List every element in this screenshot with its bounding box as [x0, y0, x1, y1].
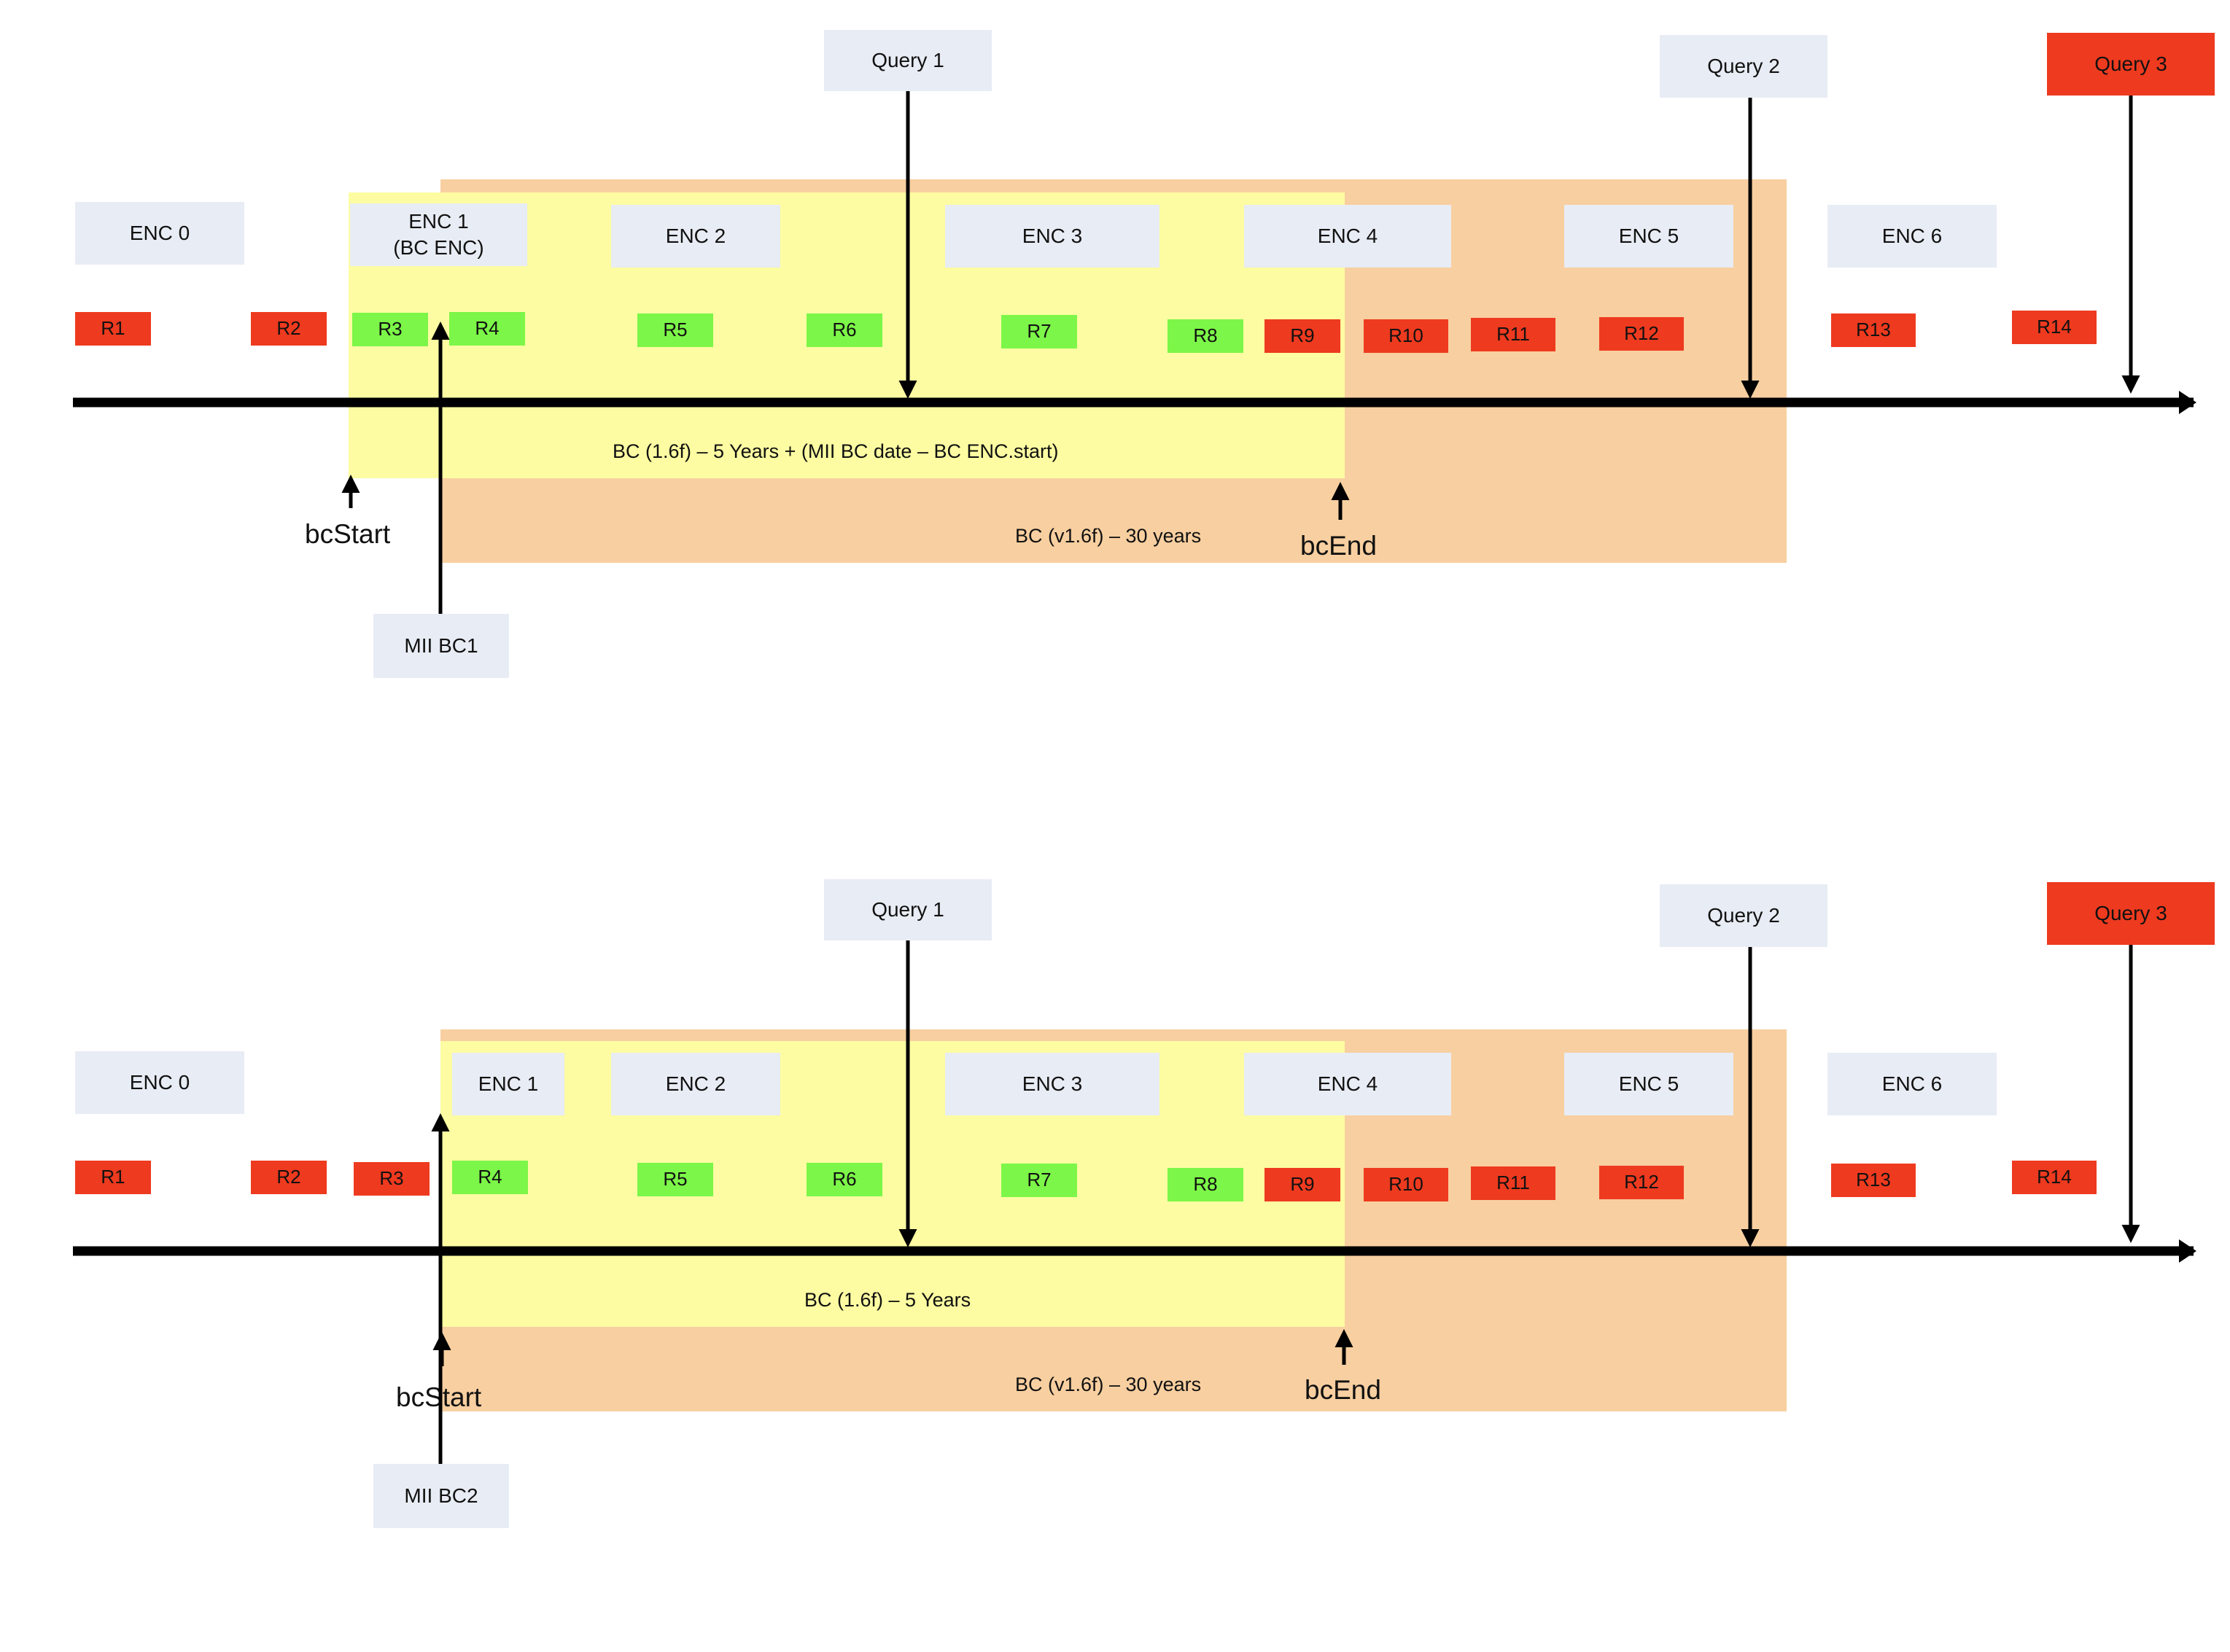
record-r2: R2 — [251, 1161, 327, 1194]
enc-6: ENC 6 — [1827, 1053, 1997, 1115]
enc-2: ENC 2 — [611, 205, 780, 268]
record-r3: R3 — [352, 313, 428, 346]
timeline-arrows — [73, 940, 2196, 1464]
record-r5: R5 — [637, 313, 713, 347]
bc-start-label: bcStart — [305, 519, 391, 549]
bc-end-label: bcEnd — [1305, 1375, 1381, 1405]
record-r9: R9 — [1264, 319, 1340, 353]
record-r13: R13 — [1831, 313, 1916, 347]
enc-6: ENC 6 — [1827, 205, 1997, 268]
record-r6: R6 — [807, 1163, 882, 1196]
enc-4: ENC 4 — [1244, 205, 1451, 268]
record-r2: R2 — [251, 312, 327, 346]
enc-1: ENC 1 — [452, 1053, 564, 1115]
record-r7: R7 — [1001, 1164, 1077, 1197]
record-r6: R6 — [807, 313, 882, 347]
timeline-arrows — [73, 91, 2196, 614]
record-r9: R9 — [1264, 1168, 1340, 1201]
bc-30-years-label: BC (v1.6f) – 30 years — [1015, 525, 1202, 547]
record-r1: R1 — [75, 1161, 151, 1194]
enc-2: ENC 2 — [611, 1053, 780, 1115]
record-r4: R4 — [452, 1161, 528, 1194]
record-r1: R1 — [75, 312, 151, 346]
bc-5-years-label: BC (1.6f) – 5 Years + (MII BC date – BC … — [613, 440, 1059, 462]
record-r12: R12 — [1599, 317, 1684, 351]
query-2: Query 2 — [1660, 35, 1827, 98]
diagram-2: ENC 0 ENC 1 ENC 2 ENC 3 ENC 4 ENC 5 ENC … — [0, 852, 2230, 1652]
enc-0: ENC 0 — [75, 1051, 244, 1114]
mii-bc2-box: MII BC2 — [373, 1464, 509, 1528]
query-3: Query 3 — [2047, 882, 2215, 945]
timeline-arrowhead — [2179, 391, 2196, 414]
mii-bc1-box: MII BC1 — [373, 614, 509, 678]
diagram-1: ENC 0 ENC 1 (BC ENC) ENC 2 ENC 3 ENC 4 E… — [0, 0, 2230, 800]
enc-4: ENC 4 — [1244, 1053, 1451, 1115]
bc-end-label: bcEnd — [1300, 531, 1377, 561]
record-r14: R14 — [2012, 311, 2097, 344]
enc-0: ENC 0 — [75, 202, 244, 265]
record-r11: R11 — [1471, 318, 1555, 351]
record-r10: R10 — [1364, 1168, 1448, 1201]
record-r8: R8 — [1168, 1168, 1243, 1201]
record-r3: R3 — [354, 1162, 430, 1196]
record-r10: R10 — [1364, 319, 1448, 353]
record-r7: R7 — [1001, 315, 1077, 348]
enc-5: ENC 5 — [1564, 205, 1733, 268]
record-r14: R14 — [2012, 1161, 2097, 1194]
query-1: Query 1 — [824, 30, 992, 91]
enc-1: ENC 1 (BC ENC) — [350, 203, 527, 266]
enc-5: ENC 5 — [1564, 1053, 1733, 1115]
bc-5-years-label: BC (1.6f) – 5 Years — [804, 1289, 971, 1311]
record-r4: R4 — [449, 312, 525, 346]
record-r13: R13 — [1831, 1164, 1916, 1197]
timeline-arrowhead — [2179, 1239, 2196, 1263]
query-3: Query 3 — [2047, 33, 2215, 96]
query-2: Query 2 — [1660, 884, 1827, 947]
enc-3: ENC 3 — [945, 205, 1159, 268]
record-r8: R8 — [1168, 319, 1243, 353]
enc-3: ENC 3 — [945, 1053, 1159, 1115]
bc-30-years-label: BC (v1.6f) – 30 years — [1015, 1374, 1202, 1395]
record-r5: R5 — [637, 1163, 713, 1196]
record-r12: R12 — [1599, 1166, 1684, 1199]
query-1: Query 1 — [824, 879, 992, 940]
record-r11: R11 — [1471, 1166, 1555, 1200]
